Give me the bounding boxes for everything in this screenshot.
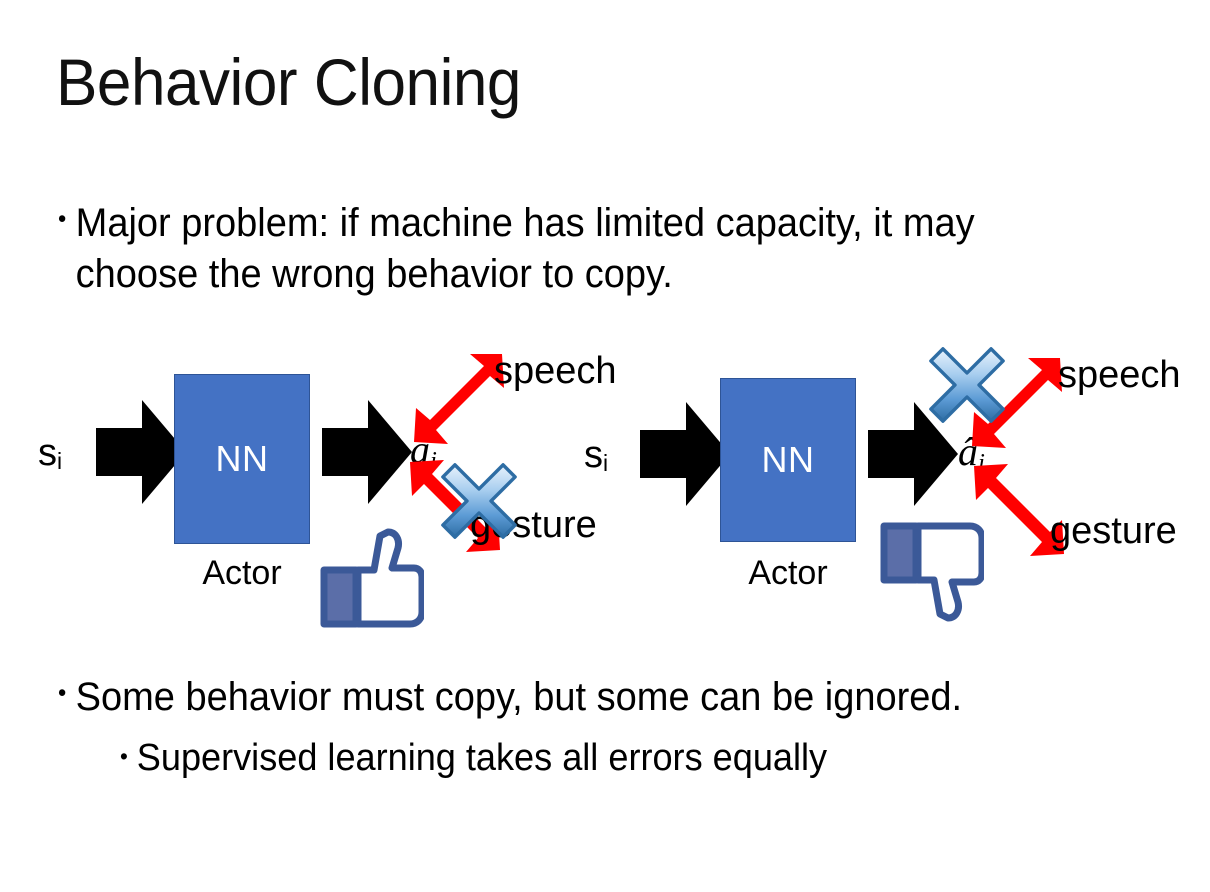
state-label-right: si <box>584 436 608 475</box>
nn-box-label-left: NN <box>215 438 269 479</box>
bullet-bottom-sub: • Supervised learning takes all errors e… <box>120 735 1108 783</box>
cross-out-icon-gesture-left <box>436 458 522 544</box>
bullet-marker-icon: • <box>120 742 128 769</box>
branch-label-gesture-right: gesture <box>1050 510 1177 552</box>
actor-label-left: Actor <box>202 554 282 592</box>
action-subscript: i <box>978 449 985 477</box>
bullet-top: • Major problem: if machine has limited … <box>58 198 1084 300</box>
actor-label-right: Actor <box>748 554 828 592</box>
thumbs-up-icon <box>318 526 426 630</box>
input-arrow-icon-left <box>96 396 186 508</box>
bullet-top-text: Major problem: if machine has limited ca… <box>75 201 975 297</box>
nn-box-label-right: NN <box>761 439 815 480</box>
bullet-marker-icon: • <box>58 680 67 708</box>
thumbs-down-icon <box>878 520 986 624</box>
bullet-bottom-sub-text: Supervised learning takes all errors equ… <box>136 737 828 779</box>
state-subscript: i <box>603 450 609 477</box>
bullet-bottom-primary: • Some behavior must copy, but some can … <box>58 672 1103 722</box>
state-symbol: s <box>584 434 603 476</box>
bullet-bottom-primary-text: Some behavior must copy, but some can be… <box>75 675 963 719</box>
output-arrow-icon-left <box>322 396 412 508</box>
branch-arrow-gesture-right <box>968 460 1068 560</box>
input-arrow-icon-right <box>640 398 730 510</box>
nn-box-left: NN <box>174 374 310 544</box>
branch-arrow-gesture-left <box>404 456 504 556</box>
nn-box-right: NN <box>720 378 856 542</box>
state-label-left: si <box>38 434 62 473</box>
branch-label-speech-right: speech <box>1058 354 1181 396</box>
diagram-negative-case: si NN Actor âi <box>568 338 1188 638</box>
output-arrow-icon-right <box>868 398 958 510</box>
branch-label-speech-left: speech <box>494 350 617 392</box>
state-symbol: s <box>38 432 57 474</box>
state-subscript: i <box>57 448 63 475</box>
bullet-marker-icon: • <box>58 206 67 234</box>
page-title: Behavior Cloning <box>56 45 521 119</box>
diagram-positive-case: si NN Actor âi <box>22 338 622 638</box>
cross-out-icon-speech-right <box>924 342 1010 428</box>
branch-arrow-speech-left <box>408 348 508 448</box>
branch-arrow-speech-right <box>966 352 1066 452</box>
